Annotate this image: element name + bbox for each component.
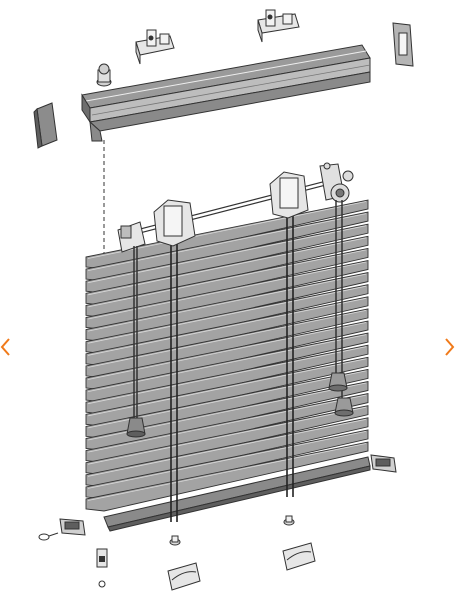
lift-cord-right — [335, 200, 343, 398]
tilt-mechanism — [117, 162, 354, 253]
tassel-left — [126, 417, 146, 438]
slat-highlight — [87, 406, 367, 465]
mount-bracket-bottom-right — [282, 542, 316, 571]
screw-left — [38, 532, 59, 541]
slat — [85, 441, 369, 512]
ladder-tape-right — [286, 216, 294, 497]
ladder-tape-left — [170, 238, 178, 522]
button-plug-right — [283, 515, 295, 526]
slats — [85, 199, 369, 512]
wand-hook — [96, 63, 112, 87]
bottom-end-cap-left — [59, 518, 86, 536]
end-cap-left — [33, 102, 58, 149]
mounting-bracket-left — [135, 29, 175, 65]
slat-highlight — [87, 418, 367, 477]
mount-bracket-bottom-left — [167, 562, 201, 591]
slat-highlight — [87, 431, 367, 489]
tassel-right-upper — [328, 372, 348, 392]
end-cap-right — [392, 22, 414, 67]
head-rail — [81, 44, 371, 142]
hold-down-clip — [96, 548, 108, 588]
mounting-bracket-right — [257, 9, 300, 43]
slat-highlight — [87, 443, 367, 501]
lift-cord-left — [133, 246, 138, 418]
chevron-left-icon[interactable]: previous — [0, 336, 12, 358]
tassel-right-lower — [334, 397, 354, 417]
button-plug-left — [169, 535, 181, 546]
slat-highlight — [87, 394, 367, 453]
chevron-right-icon[interactable]: next — [443, 336, 455, 358]
bottom-end-cap-right — [370, 454, 397, 473]
